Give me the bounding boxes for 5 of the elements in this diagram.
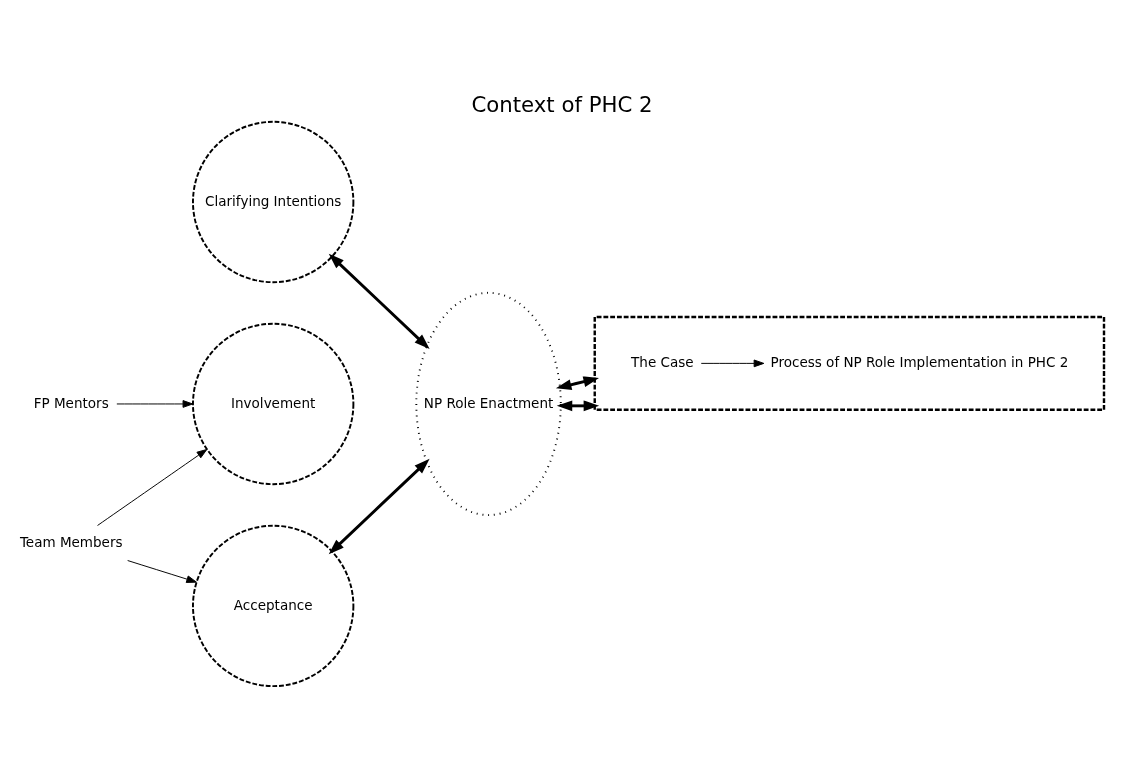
node-text: Process of NP Role Implementation in PHC 2 (770, 353, 1069, 370)
node-text: Team Members (19, 533, 123, 550)
node-text: The Case (631, 353, 694, 370)
node-text: FP Mentors (33, 394, 109, 411)
diagram-title: Context of PHC 2 (471, 91, 653, 117)
